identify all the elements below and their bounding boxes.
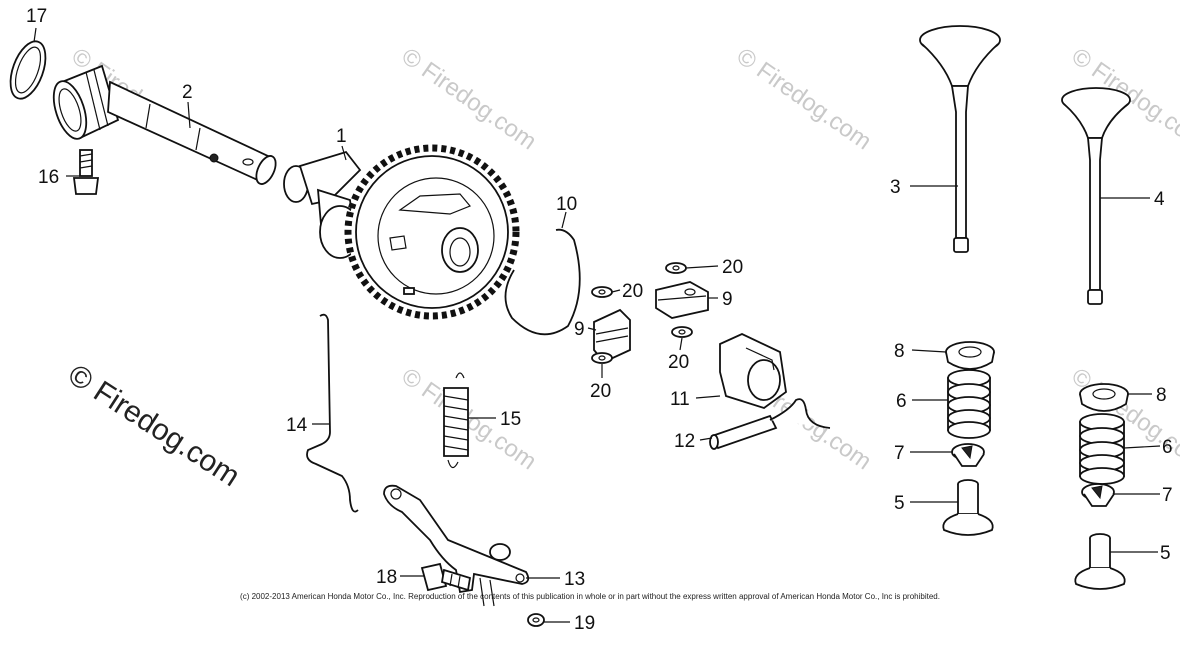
callout-4: 4 [1154,189,1165,210]
callout-13: 13 [564,569,585,590]
callout-14: 14 [286,415,308,436]
callout-15: 15 [500,409,521,430]
callout-labels: 17 2 1 16 3 4 10 20 20 9 9 20 20 8 8 6 6… [26,6,1173,634]
part-3-valve [919,25,1001,253]
callout-12: 12 [674,431,695,452]
part-14-rod [306,313,359,513]
part-5-tappet-b [1074,533,1126,590]
callout-16: 16 [38,167,59,188]
callout-20b: 20 [622,281,643,302]
callout-20d: 20 [668,352,689,373]
callout-9b: 9 [722,289,733,310]
callout-9a: 9 [574,319,585,340]
callout-8a: 8 [894,341,905,362]
part-7-cotter-b [1081,483,1115,507]
part-8-retainer-b [1079,383,1129,412]
callout-8b: 8 [1156,385,1167,406]
callout-7a: 7 [894,443,905,464]
part-18-bolt [420,562,472,592]
part-6-spring-b [1079,413,1125,485]
part-8-retainer-a [945,341,995,370]
part-2-shaft [52,64,277,185]
part-15-spring [443,372,469,469]
part-13-lever [383,484,530,607]
callout-6b: 6 [1162,437,1173,458]
part-9-weights [591,262,709,364]
copyright-notice: (c) 2002-2013 American Honda Motor Co., … [240,592,940,601]
callout-6a: 6 [896,391,907,412]
leader-lines [33,27,1161,623]
callout-20a: 20 [722,257,743,278]
callout-10: 10 [556,194,577,215]
callout-3: 3 [890,177,901,198]
part-1-camshaft [283,144,520,320]
part-6-spring-a [947,369,991,439]
callout-19: 19 [574,613,595,634]
part-16-bolt [72,149,100,195]
part-7-cotter-a [951,443,985,467]
callout-1: 1 [336,126,347,147]
part-5-tappet-a [942,479,994,536]
callout-18: 18 [376,567,397,588]
part-4-valve [1061,87,1131,305]
callout-5b: 5 [1160,543,1171,564]
part-11-slider [719,333,787,409]
watermark-main: © Firedog.com [62,358,245,493]
callout-11: 11 [670,389,690,410]
callout-5a: 5 [894,493,905,514]
part-19-washer [527,613,545,627]
part-17-gasket [9,40,47,100]
callout-17: 17 [26,6,47,27]
callout-2: 2 [182,82,193,103]
watermark-faint: © Firedog.com [732,43,877,156]
faint-watermarks: © Firedog.com © Firedog.com © Firedog.co… [67,43,1180,476]
part-10-spring [504,228,581,336]
callout-20c: 20 [590,381,611,402]
callout-7b: 7 [1162,485,1173,506]
watermark-faint: © Firedog.com [397,43,542,156]
